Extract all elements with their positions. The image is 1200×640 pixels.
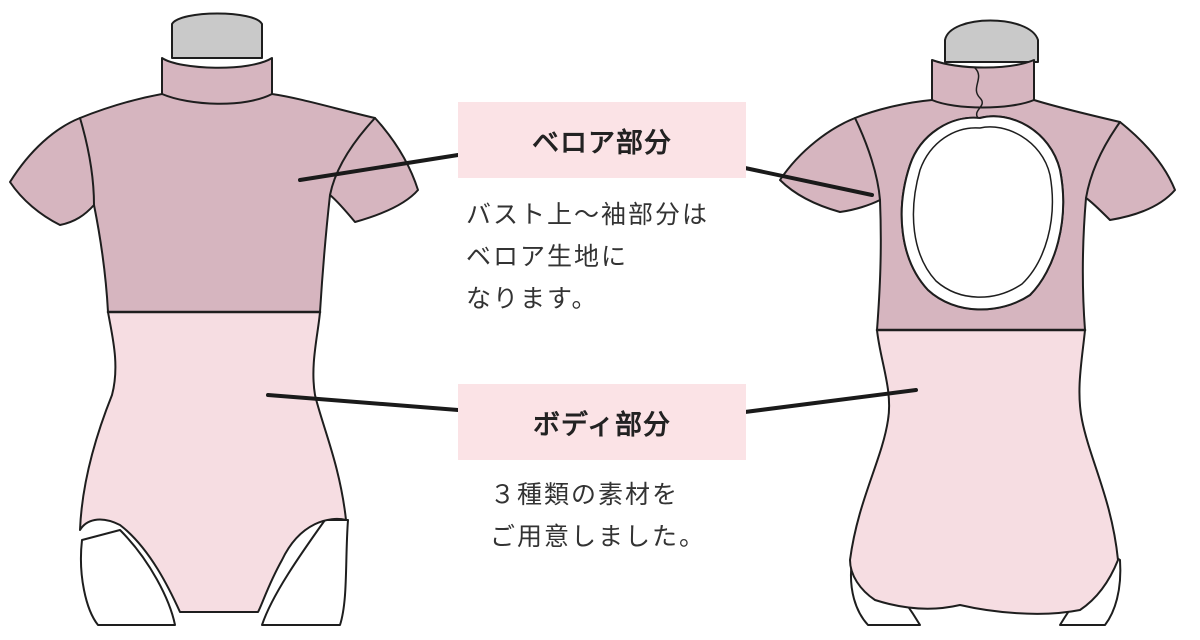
front-left-sleeve-seam [79, 117, 95, 206]
mannequin-neck-front [171, 12, 263, 59]
leotard-front-icon [9, 12, 419, 626]
body-note-line-2: ご用意しました。 [490, 522, 707, 551]
leotard-back-icon [779, 19, 1176, 626]
velour-label: ベロア部分 [458, 102, 746, 178]
back-keyhole [900, 115, 1065, 311]
back-collar-seam [931, 99, 1035, 109]
mannequin-neck-back [944, 19, 1039, 63]
front-body-part [79, 311, 347, 613]
velour-note-line-1: バスト上〜袖部分は [466, 200, 710, 229]
velour-note-line-2: ベロア生地に [466, 242, 629, 271]
leader-lines [266, 153, 918, 414]
body-note-line-1: ３種類の素材を [490, 480, 680, 509]
front-right-sleeve-seam [329, 117, 376, 196]
front-collar-seam [161, 93, 273, 105]
front-velour-part [9, 57, 419, 313]
leader-body-back [743, 388, 918, 414]
velour-note: バスト上〜袖部分は ベロア生地に なります。 [466, 194, 709, 320]
leader-velour-back [743, 166, 874, 197]
back-closure [974, 67, 983, 119]
back-body-part [849, 329, 1119, 615]
back-left-sleeve-seam [854, 117, 881, 201]
body-note: ３種類の素材を ご用意しました。 [490, 474, 706, 558]
velour-note-line-3: なります。 [466, 284, 599, 313]
body-label: ボディ部分 [458, 384, 746, 460]
back-keyhole-binding [912, 126, 1054, 298]
mannequin-leg-right-front [261, 519, 349, 626]
leader-velour-front [298, 153, 460, 182]
leader-body-front [266, 393, 460, 412]
mannequin-leg-left-front [79, 529, 176, 626]
back-right-sleeve-seam [1085, 121, 1121, 199]
